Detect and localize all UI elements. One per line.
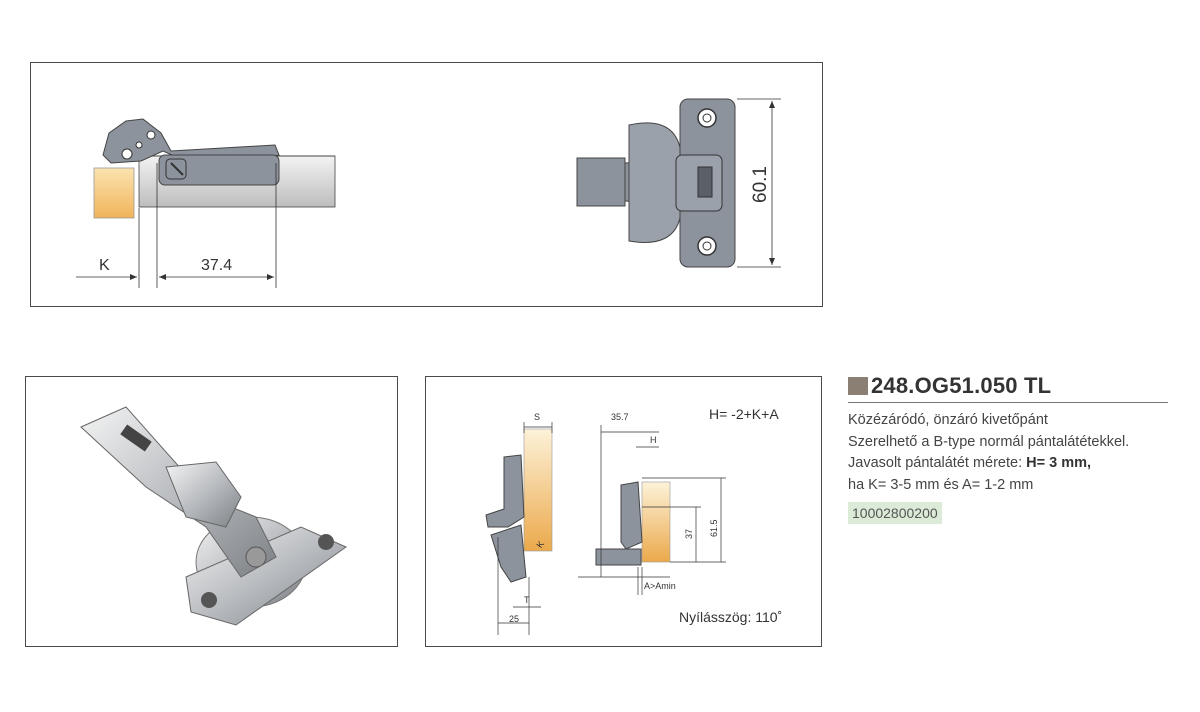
title-swatch-icon xyxy=(848,377,868,395)
hinge-photo-illustration xyxy=(80,406,348,626)
screw-hole-bottom-icon xyxy=(697,236,717,256)
opening-angle-text: Nyílásszög: 110˚ xyxy=(679,609,782,625)
product-code: 248.OG51.050 TL xyxy=(871,373,1052,398)
installation-drawing: H= -2+K+A S 25 T K 35.7 H 37 61.5 xyxy=(425,376,822,647)
dim-37-label: 37 xyxy=(684,529,694,539)
description-line-3: Javasolt pántalátét mérete: H= 3 mm, xyxy=(848,453,1168,475)
screw-hole-top-icon xyxy=(697,108,717,128)
hinge-dimension-drawing: K 37.4 60.1 xyxy=(30,62,823,307)
product-description: Közézáródó, önzáró kivetőpánt Szerelhető… xyxy=(848,410,1168,496)
dim-k-install-label: K xyxy=(534,539,546,550)
description-line-4: ha K= 3-5 mm és A= 1-2 mm xyxy=(848,476,1034,493)
dim-25-label: 25 xyxy=(509,614,519,624)
hinge-drawing-svg: K 37.4 60.1 xyxy=(76,98,781,288)
dim-depth-label: 37.4 xyxy=(201,257,232,274)
hinge-photo xyxy=(25,376,398,647)
product-title-row: 248.OG51.050 TL xyxy=(848,372,1168,403)
plate-size-label: Javasolt pántalátét mérete: xyxy=(848,455,1027,471)
plate-size-value: H= 3 mm, xyxy=(1026,455,1092,471)
dim-k-label: K xyxy=(99,257,110,274)
dim-t-label: T xyxy=(524,595,530,605)
dim-height-label: 60.1 xyxy=(750,166,771,203)
article-number-badge: 10002800200 xyxy=(848,502,942,524)
product-info: 248.OG51.050 TL Közézáródó, önzáró kivet… xyxy=(848,372,1168,524)
dim-h-label: H xyxy=(650,435,657,445)
formula-text: H= -2+K+A xyxy=(709,406,779,422)
hinge-cup-front xyxy=(628,122,682,243)
dim-357-label: 35.7 xyxy=(611,412,629,422)
dim-s-label: S xyxy=(534,412,540,422)
titus-logo-mark xyxy=(697,166,713,198)
door-wood-right xyxy=(641,481,671,563)
dim-a-label: A>Amin xyxy=(644,581,676,591)
side-panel-wood xyxy=(93,167,135,219)
dim-615-label: 61.5 xyxy=(709,519,719,537)
door-wood-left xyxy=(523,428,553,552)
hinge-cup-side xyxy=(158,154,280,186)
description-line-1: Közézáródó, önzáró kivetőpánt xyxy=(848,412,1048,428)
description-line-2: Szerelhető a B-type normál pántalátétekk… xyxy=(848,433,1130,450)
hinge-arm-front xyxy=(576,157,626,207)
installation-drawing-svg: H= -2+K+A S 25 T K 35.7 H 37 61.5 xyxy=(485,406,782,635)
